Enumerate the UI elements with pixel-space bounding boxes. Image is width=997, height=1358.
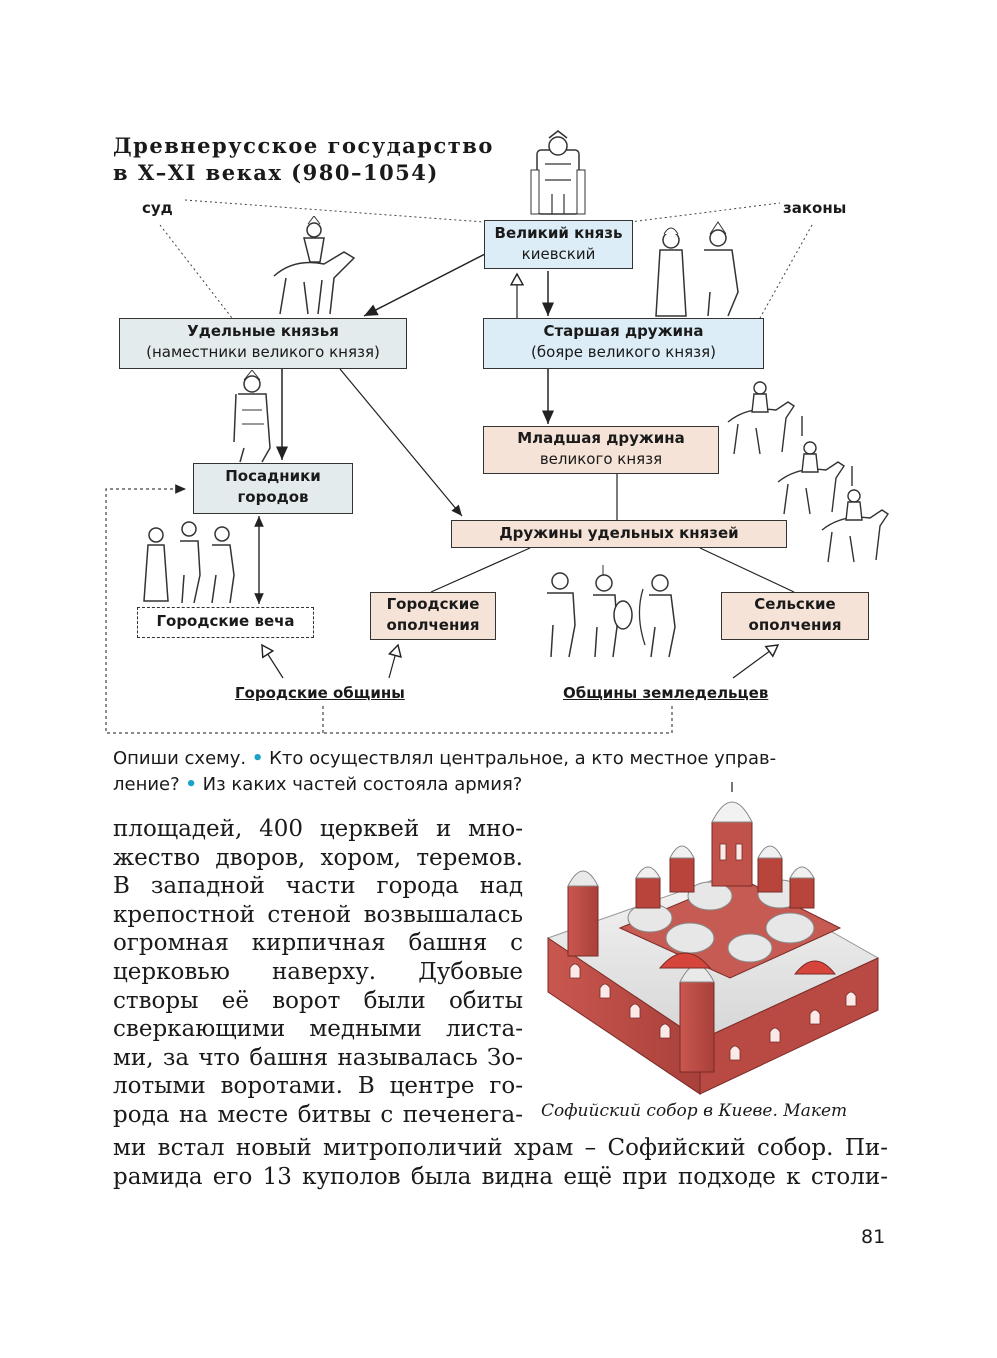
schema-title: Древнерусское государство в X–XI веках (… xyxy=(113,132,494,186)
body-line: створы её ворот были обиты xyxy=(113,987,523,1014)
body-line: крепостной стеной возвышалась xyxy=(113,901,523,928)
rural-militia-box: Сельские ополчения xyxy=(721,592,869,640)
rural-militia-line-2: ополчения xyxy=(748,616,842,634)
question-part-3: ление? xyxy=(113,774,180,795)
city-veche-title: Городские веча xyxy=(156,612,295,630)
bullet-icon: • xyxy=(251,748,264,769)
question-describe: Опиши схему. xyxy=(113,748,247,769)
zakony-label: законы xyxy=(783,199,847,217)
senior-druzhina-sub: (бояре великого князя) xyxy=(530,343,717,361)
cathedral-caption: Софийский собор в Киеве. Макет xyxy=(541,1101,848,1121)
appanage-druzhinas-box: Дружины удельных князей xyxy=(451,520,787,548)
junior-druzhina-title: Младшая дружина xyxy=(517,429,685,447)
city-militia-box: Городские ополчения xyxy=(370,592,496,640)
cavalry-riders-figures xyxy=(727,381,889,563)
posadniki-line-1: Посадники xyxy=(225,467,321,485)
mounted-prince-figure xyxy=(273,216,356,315)
appanage-druzhinas-title: Дружины удельных князей xyxy=(499,524,739,542)
body-line: ми встал новый митрополичий храм – Софий… xyxy=(113,1135,888,1161)
body-line: ми, за что башня называлась Зо- xyxy=(113,1044,523,1071)
appanage-princes-sub: (наместники великого князя) xyxy=(146,343,380,361)
boyars-figures xyxy=(655,221,739,317)
schema-title-line-2: в X–XI веках (980–1054) xyxy=(113,160,439,185)
body-line: площадей, 400 церквей и мно- xyxy=(113,816,523,842)
question-text: Опиши схему. • Кто осуществлял центральн… xyxy=(113,746,893,798)
posadniki-box: Посадники городов xyxy=(193,463,353,514)
question-part-2: Кто осуществлял центральное, а кто местн… xyxy=(269,748,777,769)
body-text-wide: ми встал новый митрополичий храм – Софий… xyxy=(113,1134,888,1191)
grand-prince-title: Великий князь xyxy=(494,224,623,242)
body-text-narrow: площадей, 400 церквей и мно- жество двор… xyxy=(113,815,523,1130)
city-militia-line-1: Городские xyxy=(386,595,480,613)
question-part-4: Из каких частей состояла армия? xyxy=(202,774,523,795)
grand-prince-sub: киевский xyxy=(521,245,596,263)
sud-label: суд xyxy=(142,199,173,217)
veche-people-figures xyxy=(143,521,235,604)
sophia-cathedral-illustration xyxy=(546,782,880,1095)
senior-druzhina-box: Старшая дружина (бояре великого князя) xyxy=(483,318,764,369)
farmer-communities-label: Общины земледельцев xyxy=(563,684,769,702)
body-line: жество дворов, хором, теремов. xyxy=(113,844,523,871)
body-line: рамида его 13 куполов была видна ещё при… xyxy=(113,1163,888,1190)
page-number: 81 xyxy=(861,1226,886,1248)
junior-druzhina-box: Младшая дружина великого князя xyxy=(483,426,719,474)
city-communities-label: Городские общины xyxy=(235,684,405,702)
body-line: лотыми воротами. В центре го- xyxy=(113,1073,523,1100)
schema-title-line-1: Древнерусское государство xyxy=(113,133,494,158)
rural-militia-line-1: Сельские xyxy=(754,595,836,613)
posadniki-line-2: городов xyxy=(237,488,309,506)
body-line: церковью наверху. Дубовые xyxy=(113,958,523,985)
appanage-princes-box: Удельные князья (наместники великого кня… xyxy=(119,318,407,369)
enthroned-prince-figure xyxy=(530,130,586,215)
bullet-icon: • xyxy=(185,774,197,795)
appanage-princes-title: Удельные князья xyxy=(187,322,339,340)
militia-warriors-figures xyxy=(547,565,676,658)
schema-connectors xyxy=(105,199,813,734)
junior-druzhina-sub: великого князя xyxy=(539,450,663,468)
senior-druzhina-title: Старшая дружина xyxy=(543,322,704,340)
body-line: рода на месте битвы с печенега- xyxy=(113,1101,523,1128)
posadnik-figure xyxy=(233,370,271,463)
body-line: В западной части города над xyxy=(113,873,523,900)
grand-prince-box: Великий князь киевский xyxy=(484,220,633,269)
body-line: сверкающими медными листа- xyxy=(113,1016,523,1043)
body-line: огромная кирпичная башня с xyxy=(113,930,523,957)
city-militia-line-2: ополчения xyxy=(386,616,480,634)
city-veche-box: Городские веча xyxy=(137,607,314,638)
